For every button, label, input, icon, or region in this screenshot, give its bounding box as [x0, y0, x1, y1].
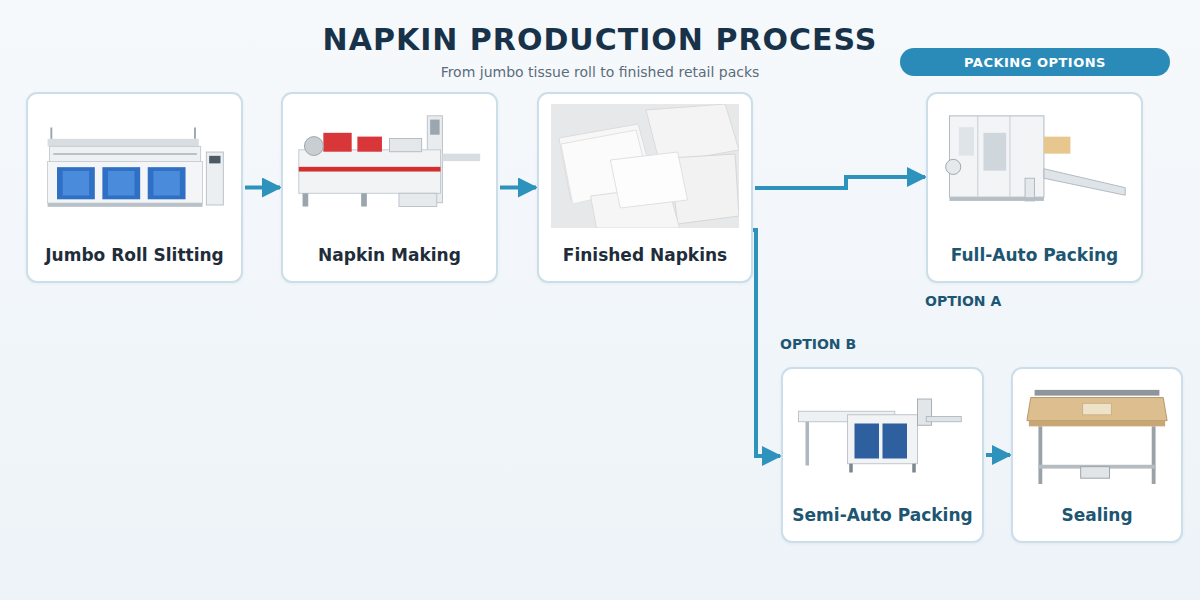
illustration-part [206, 152, 223, 205]
illustration-part [983, 133, 1006, 171]
flow-arrow [245, 186, 280, 190]
illustration-part [1027, 398, 1167, 421]
illustration-part [102, 167, 140, 199]
illustration-part [1035, 390, 1160, 396]
machine-illustration [795, 379, 970, 489]
illustration-part [1044, 169, 1125, 195]
illustration-part [148, 167, 186, 199]
process-box: Full-Auto Packing [926, 92, 1143, 283]
illustration-part [855, 424, 880, 459]
flow-arrow [755, 177, 925, 188]
box-label: Finished Napkins [543, 245, 747, 265]
illustration-part [940, 104, 1129, 226]
illustration-part [194, 127, 196, 138]
illustration-part [1081, 467, 1110, 479]
illustration-part [303, 193, 309, 206]
illustration-part [551, 104, 739, 228]
illustration-part [610, 152, 687, 208]
illustration-part [806, 422, 810, 466]
illustration-part [949, 197, 1043, 201]
badge-text: PACKING OPTIONS [900, 55, 1170, 70]
machine-illustration [551, 104, 739, 228]
option-label: OPTION B [780, 336, 856, 352]
illustration-part [551, 104, 739, 228]
illustration-part [399, 193, 437, 206]
illustration-part [1152, 426, 1156, 484]
box-label: Jumbo Roll Slitting [32, 245, 237, 265]
illustration-part [299, 167, 441, 172]
illustration-part [49, 146, 200, 161]
illustration-part [390, 138, 422, 151]
illustration-part [48, 161, 203, 203]
illustration-part [430, 120, 439, 135]
illustration-part [442, 154, 480, 162]
illustration-part [926, 417, 961, 422]
option-label: OPTION A [925, 293, 1001, 309]
illustration-part [946, 159, 961, 174]
illustration-part [48, 139, 199, 147]
illustration-part [795, 379, 970, 489]
illustration-part [40, 104, 229, 236]
illustration-part [209, 156, 220, 164]
illustration-part [848, 415, 918, 464]
illustration-part [1044, 137, 1070, 154]
illustration-part [959, 127, 974, 155]
machine-illustration [940, 104, 1129, 226]
illustration-part [1025, 379, 1169, 491]
illustration-part [153, 171, 179, 196]
process-box: Semi-Auto Packing [781, 367, 984, 543]
box-label: Semi-Auto Packing [787, 505, 978, 525]
flow-arrow [986, 453, 1010, 457]
illustration-part [1009, 116, 1010, 197]
machine-illustration [1025, 379, 1169, 491]
illustration-part [357, 137, 382, 152]
illustration-part [108, 171, 134, 196]
illustration-part [883, 424, 908, 459]
illustration-part [1038, 426, 1042, 484]
box-label: Napkin Making [287, 245, 492, 265]
illustration-part [304, 137, 323, 156]
illustration-part [295, 104, 484, 224]
flow-arrow [500, 186, 536, 190]
illustration-part [299, 150, 441, 193]
process-box: Napkin Making [281, 92, 498, 283]
illustration-part [323, 133, 351, 152]
illustration-part [50, 127, 52, 138]
box-label: Sealing [1017, 505, 1177, 525]
illustration-part [48, 203, 203, 207]
illustration-part [912, 464, 916, 473]
machine-illustration [40, 104, 229, 236]
process-box: Finished Napkins [537, 92, 753, 283]
machine-illustration [295, 104, 484, 224]
illustration-part [53, 153, 197, 154]
illustration-part [1083, 403, 1112, 415]
illustration-part [977, 116, 978, 197]
illustration-part [57, 167, 95, 199]
process-box: Sealing [1011, 367, 1183, 543]
illustration-part [849, 464, 853, 473]
process-box: Jumbo Roll Slitting [26, 92, 243, 283]
box-label: Full-Auto Packing [932, 245, 1137, 265]
flow-arrow [753, 230, 780, 456]
illustration-part [63, 171, 89, 196]
illustration-part [1029, 421, 1165, 427]
illustration-part [361, 193, 367, 206]
section-badge: PACKING OPTIONS [900, 48, 1170, 76]
